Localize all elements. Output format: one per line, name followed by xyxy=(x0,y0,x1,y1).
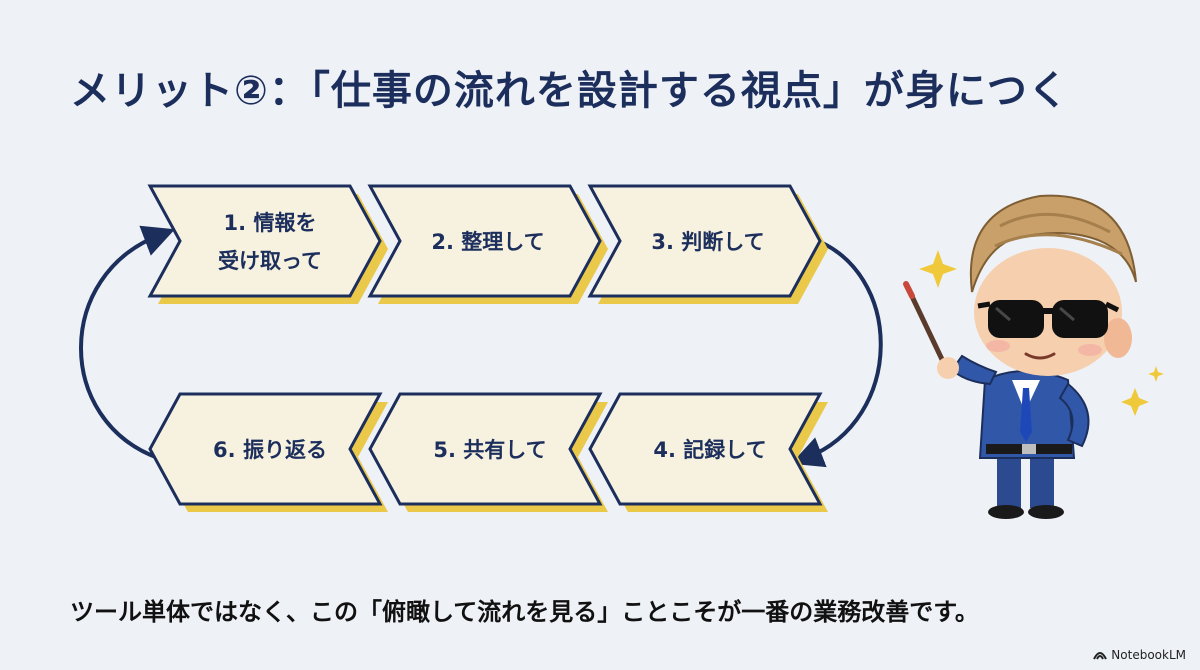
step-3-label: 3. 判断して xyxy=(651,230,764,254)
sparkle-icon xyxy=(1121,388,1149,416)
step-6-label: 6. 振り返る xyxy=(213,438,327,462)
step-4-chevron: 4. 記録して xyxy=(588,392,828,512)
brand-label: NotebookLM xyxy=(1111,648,1186,662)
step-5-chevron: 5. 共有して xyxy=(368,392,608,512)
connector-arrow-3-to-4 xyxy=(791,236,883,468)
step-1-label-line2: 受け取って xyxy=(218,249,322,273)
sparkle-icon xyxy=(1148,366,1164,382)
step-6-chevron: 6. 振り返る xyxy=(148,392,388,512)
step-4-label: 4. 記録して xyxy=(653,438,766,462)
pointer-stick-icon xyxy=(905,285,951,375)
step-5-label: 5. 共有して xyxy=(433,438,546,462)
step-1-chevron: 1. 情報を 受け取って xyxy=(147,184,388,304)
footer-caption: ツール単体ではなく、この「俯瞰して流れを見る」ことこそが一番の業務改善です。 xyxy=(70,598,979,626)
mascot-character xyxy=(903,194,1164,519)
connector-arrow-6-to-1 xyxy=(79,225,175,460)
page-title: メリット②：「仕事の流れを設計する視点」が身につく xyxy=(70,68,1069,114)
brand-watermark: NotebookLM xyxy=(1093,648,1186,662)
step-2-chevron: 2. 整理して xyxy=(367,184,608,304)
step-2-label: 2. 整理して xyxy=(431,230,544,254)
step-3-chevron: 3. 判断して xyxy=(587,184,828,304)
notebooklm-logo-icon xyxy=(1093,652,1108,660)
sparkle-icon xyxy=(919,250,957,288)
step-1-label-line1: 1. 情報を xyxy=(224,211,317,235)
